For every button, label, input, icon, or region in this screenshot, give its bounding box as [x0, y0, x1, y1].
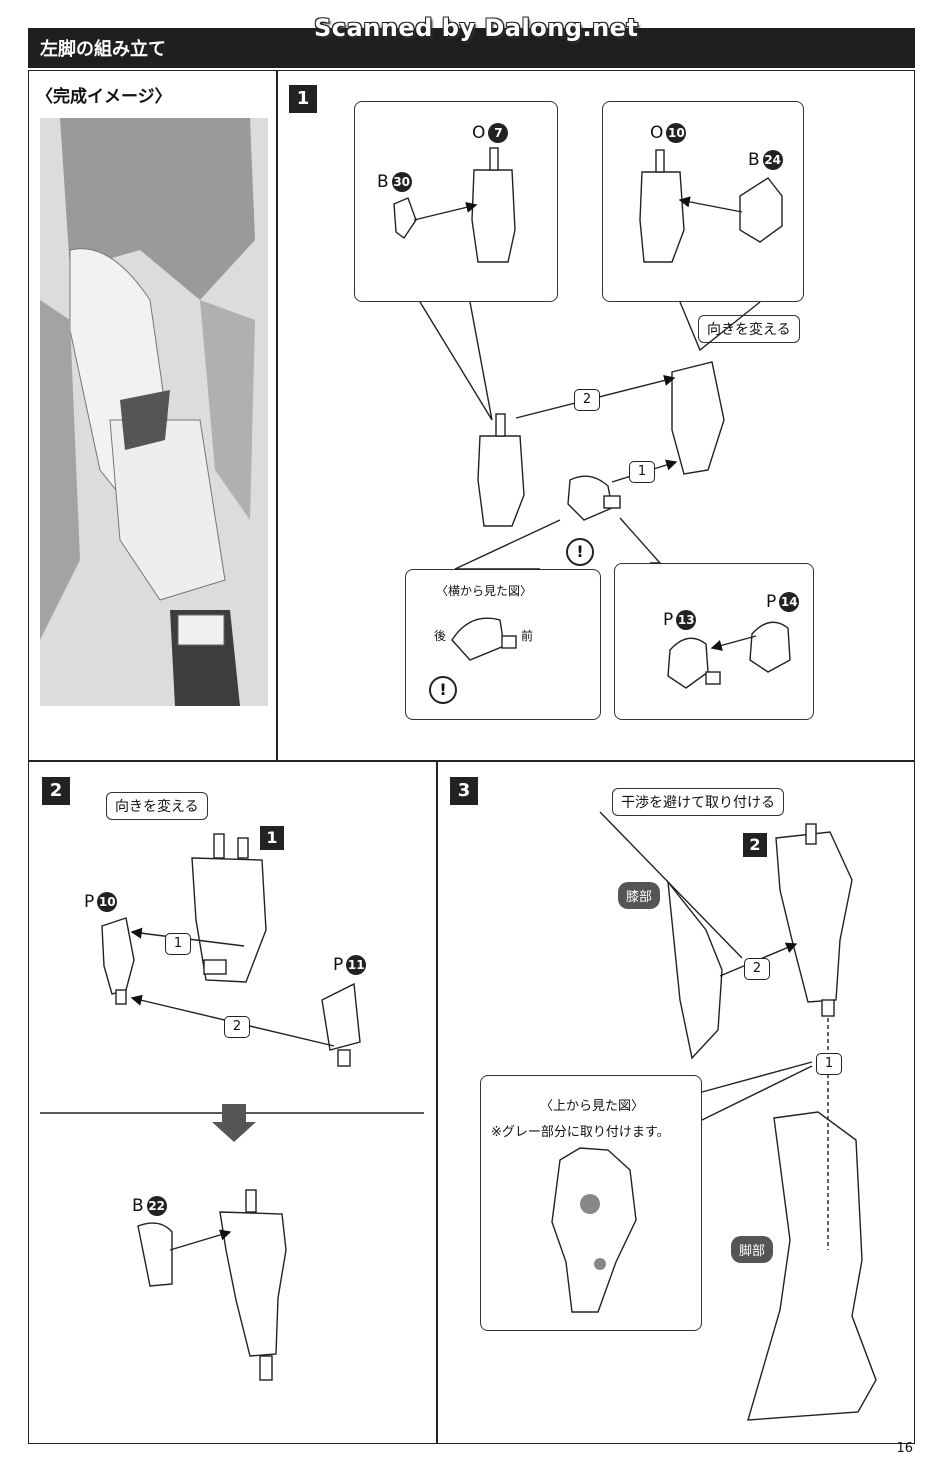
page-number: 16 [896, 1441, 913, 1456]
warning-icon: ! [429, 676, 457, 704]
part-letter: B [132, 1196, 144, 1216]
part-number: 10 [97, 892, 118, 912]
section-title: 左脚の組み立て [40, 39, 166, 60]
part-number: 22 [146, 1196, 167, 1216]
leg-label: 脚部 [731, 1236, 774, 1263]
sub-assembly-badge: 2 [743, 833, 767, 857]
scan-watermark: Scanned by Dalong.net [314, 14, 639, 42]
part-number: 24 [762, 150, 783, 170]
order-marker-1: 1 [165, 933, 191, 955]
order-marker-2: 2 [224, 1016, 250, 1038]
part-number: 11 [346, 955, 367, 975]
top-view-title: 〈上から見た図〉 [540, 1099, 645, 1114]
part-number: 10 [666, 123, 687, 143]
step1-detail-box-c [614, 563, 814, 720]
part-letter: B [748, 150, 760, 170]
order-marker-1: 1 [816, 1053, 842, 1075]
part-number: 30 [391, 172, 412, 192]
part-letter: O [650, 123, 664, 143]
step1-detail-box-b [602, 101, 804, 302]
part-letter: B [377, 172, 389, 192]
order-marker-2: 2 [574, 389, 600, 411]
image-panel-title: 〈完成イメージ〉 [36, 87, 172, 107]
image-panel-frame [28, 70, 278, 762]
sub-assembly-badge: 1 [260, 826, 284, 850]
part-letter: P [663, 610, 674, 630]
change-direction-label: 向きを変える [106, 792, 208, 820]
knee-label: 膝部 [618, 882, 661, 909]
step3-panel-frame [436, 760, 915, 1444]
part-letter: P [333, 955, 344, 975]
side-view-title: 〈横から見た図〉 [436, 584, 533, 598]
step1-panel-frame [276, 70, 915, 762]
step2-badge: 2 [42, 777, 70, 805]
section-header-bar [28, 28, 915, 68]
step1-badge: 1 [289, 85, 317, 113]
step1-detail-box-a [354, 101, 558, 302]
order-marker-1: 1 [629, 461, 655, 483]
part-letter: P [84, 892, 95, 912]
step2-panel-frame [28, 760, 438, 1444]
step3-badge: 3 [450, 777, 478, 805]
order-marker-2: 2 [744, 958, 770, 980]
part-number: 14 [779, 592, 800, 612]
part-letter: O [472, 123, 486, 143]
part-letter: P [766, 592, 777, 612]
part-number: 13 [676, 610, 697, 630]
avoid-interference-label: 干渉を避けて取り付ける [612, 788, 784, 816]
top-view-note: ※グレー部分に取り付けます。 [491, 1125, 670, 1140]
part-number: 7 [488, 123, 509, 143]
side-view-back-label: 後 [434, 629, 447, 643]
side-view-front-label: 前 [521, 629, 534, 643]
change-direction-label: 向きを変える [698, 315, 800, 343]
warning-icon: ! [566, 538, 594, 566]
